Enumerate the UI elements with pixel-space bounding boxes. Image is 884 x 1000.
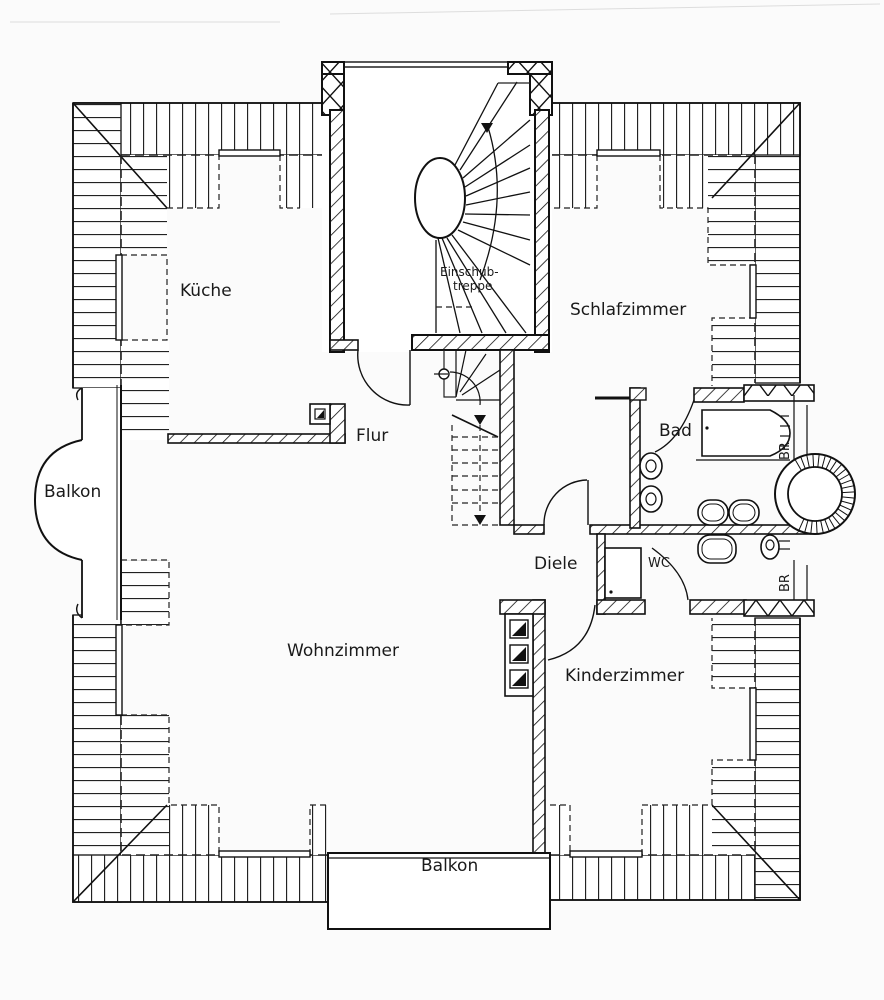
hip-line-bottom-right <box>711 804 801 901</box>
stair-tread <box>812 454 815 468</box>
wall-chimney <box>329 403 346 444</box>
label-wohnzimmer: Wohnzimmer <box>287 641 399 661</box>
window <box>596 149 661 157</box>
door-swing-schlafzimmer <box>543 479 588 526</box>
wall-kueche-bottom <box>167 433 346 444</box>
window <box>218 850 311 858</box>
label-diele: Diele <box>534 554 577 574</box>
label-balkon-bottom: Balkon <box>421 856 478 876</box>
label-kinderzimmer: Kinderzimmer <box>565 666 684 686</box>
stair-tread <box>824 519 830 532</box>
roof-left <box>72 102 122 389</box>
bathroom-fixtures <box>639 395 808 600</box>
hip-line-top-right <box>711 102 801 199</box>
window <box>115 624 123 716</box>
windows <box>115 149 757 858</box>
interior-walls <box>167 339 815 856</box>
stair-tread <box>815 520 818 534</box>
label-bad: Bad <box>659 421 692 441</box>
stair-tread <box>794 459 802 471</box>
hip-line-top-left <box>72 102 168 209</box>
stair-tread <box>841 496 855 499</box>
wall-bad-left <box>629 387 641 529</box>
window <box>115 254 123 341</box>
stair-tread <box>829 460 838 472</box>
stair-tread <box>841 485 855 489</box>
door-swing-wc <box>651 547 689 601</box>
scan-noise <box>10 3 881 23</box>
door-swing-bad <box>654 399 695 453</box>
stair-tread <box>840 500 854 505</box>
wall-wc-bottom-right <box>689 599 747 615</box>
stair-tread <box>820 520 824 534</box>
stair-tread <box>832 463 843 475</box>
door-swing-kinderzimmer <box>547 604 596 661</box>
stair-tread <box>831 514 841 526</box>
roof-eaves <box>72 102 801 903</box>
stair-tread <box>837 508 849 517</box>
round-stair <box>774 453 856 535</box>
roof-top-right <box>549 102 801 156</box>
wall-wc-bottom-zig <box>743 599 815 617</box>
stair-tread <box>806 454 810 468</box>
label-schlafzimmer: Schlafzimmer <box>570 300 686 320</box>
stair-tread <box>841 491 855 494</box>
stair-tread <box>834 511 846 522</box>
wall-kinderzimmer-left <box>532 599 546 856</box>
wall-bad-top <box>693 387 745 403</box>
spiral-treads <box>435 81 531 334</box>
window <box>749 687 757 761</box>
flues <box>509 619 529 689</box>
stairwell: Einschub- treppe <box>321 61 553 353</box>
stair-tread <box>838 473 850 481</box>
stair-tread <box>828 517 836 529</box>
tower-wall-bottom <box>411 334 550 351</box>
label-kueche: Küche <box>180 281 232 301</box>
label-br-top: BR <box>778 442 793 460</box>
stair-tread <box>810 520 813 534</box>
stair-tread <box>817 454 820 468</box>
window-top <box>343 61 531 68</box>
label-balkon-left: Balkon <box>44 482 101 502</box>
stair-tread <box>800 456 806 469</box>
hip-line-bottom-left <box>72 804 168 903</box>
label-einschub: Einschub- <box>440 265 499 279</box>
wall-diele-top-right <box>589 524 811 535</box>
window <box>218 149 281 157</box>
straight-stair <box>434 349 501 526</box>
tower-wall-left <box>329 109 345 353</box>
round-stair-core <box>787 466 843 522</box>
wall-bad-top-right <box>743 384 815 402</box>
window <box>749 264 757 319</box>
stair-tread <box>825 457 832 470</box>
stair-tread <box>798 518 805 531</box>
wall-wc-bottom-left <box>596 599 646 615</box>
room-labels: Küche Flur Schlafzimmer Bad BR BR WC Die… <box>44 281 793 876</box>
stair-eye <box>414 157 466 239</box>
window <box>569 850 643 858</box>
stair-tread <box>804 519 809 533</box>
shower-tray <box>604 547 642 599</box>
tower-wall-right <box>534 109 550 353</box>
stair-arrow <box>481 123 493 133</box>
stair-tread <box>835 468 847 478</box>
door-swing-kueche <box>357 349 411 406</box>
wall-diele-top-left <box>513 524 545 535</box>
label-br-bottom: BR <box>778 574 793 592</box>
label-treppe: treppe <box>453 279 492 293</box>
stair-tread <box>839 504 852 511</box>
balcony-left-arc <box>33 439 83 561</box>
stair-tread <box>840 479 853 485</box>
balcony-bottom <box>327 852 551 930</box>
stair-tread <box>821 455 826 469</box>
label-wc: WC <box>648 556 670 571</box>
balcony-bottom-outline <box>327 852 551 930</box>
walk-line <box>479 126 498 281</box>
label-flur: Flur <box>356 426 388 446</box>
bathtub <box>701 409 791 457</box>
balcony-left <box>33 385 122 620</box>
